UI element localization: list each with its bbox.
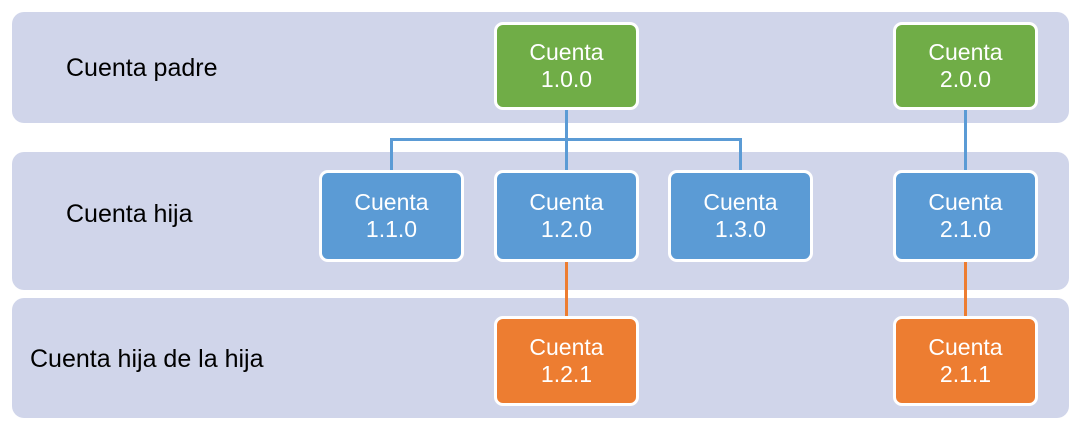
node-cuenta-2-0-0[interactable]: Cuenta 2.0.0 (893, 22, 1038, 110)
node-version: 1.0.0 (540, 66, 593, 92)
node-name: Cuenta (529, 39, 604, 66)
node-cuenta-1-1-0[interactable]: Cuenta 1.1.0 (319, 170, 464, 262)
row-label-child: Cuenta hija (66, 200, 193, 228)
node-cuenta-2-1-0[interactable]: Cuenta 2.1.0 (893, 170, 1038, 262)
row-label-parent: Cuenta padre (66, 54, 218, 82)
node-name: Cuenta (928, 39, 1003, 66)
node-version: 1.1.0 (365, 216, 418, 242)
node-name: Cuenta (928, 334, 1003, 361)
node-version: 2.0.0 (939, 66, 992, 92)
node-version: 1.2.1 (540, 361, 593, 387)
row-label-grandchild: Cuenta hija de la hija (30, 345, 264, 373)
node-cuenta-1-0-0[interactable]: Cuenta 1.0.0 (494, 22, 639, 110)
node-cuenta-1-3-0[interactable]: Cuenta 1.3.0 (668, 170, 813, 262)
node-name: Cuenta (928, 189, 1003, 216)
node-name: Cuenta (529, 189, 604, 216)
node-name: Cuenta (354, 189, 429, 216)
node-version: 1.3.0 (714, 216, 767, 242)
node-name: Cuenta (529, 334, 604, 361)
node-cuenta-2-1-1[interactable]: Cuenta 2.1.1 (893, 316, 1038, 406)
node-version: 1.2.0 (540, 216, 593, 242)
node-version: 2.1.0 (939, 216, 992, 242)
node-cuenta-1-2-1[interactable]: Cuenta 1.2.1 (494, 316, 639, 406)
node-version: 2.1.1 (939, 361, 992, 387)
node-name: Cuenta (703, 189, 778, 216)
node-cuenta-1-2-0[interactable]: Cuenta 1.2.0 (494, 170, 639, 262)
